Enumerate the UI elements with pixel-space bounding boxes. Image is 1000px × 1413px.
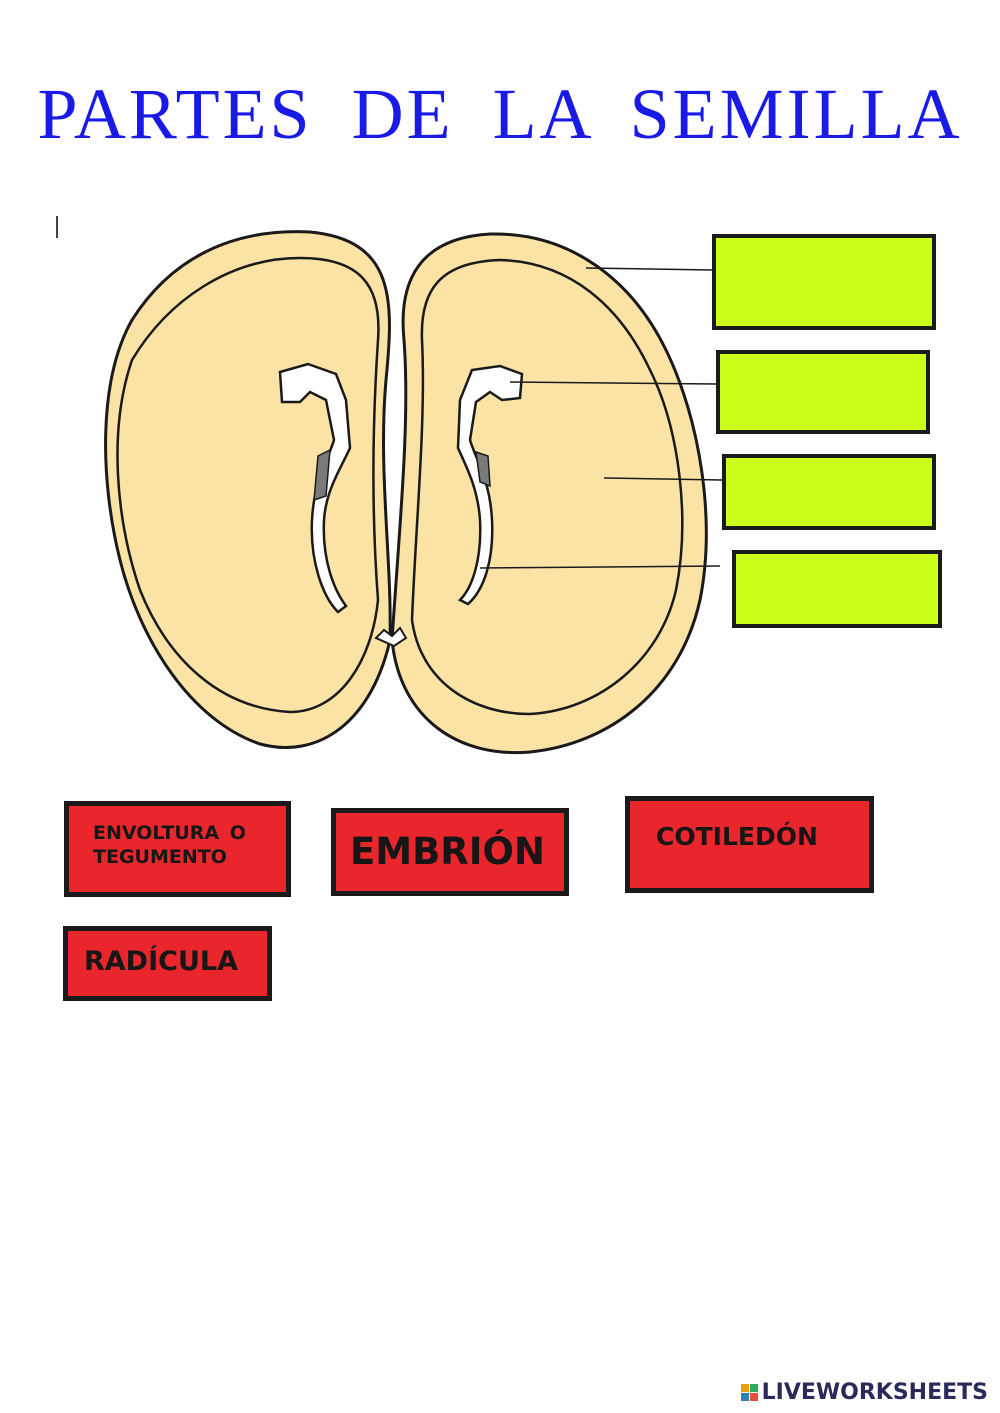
footer-brand-text: LIVEWORKSHEETS bbox=[761, 1380, 988, 1405]
right-seed-coat bbox=[390, 232, 708, 755]
label-envoltura-text: ENVOLTURA O TEGUMENTO bbox=[93, 822, 246, 868]
pointer-line-3 bbox=[603, 477, 723, 481]
drop-box-1[interactable] bbox=[712, 234, 936, 330]
label-embrion-text: EMBRIÓN bbox=[350, 830, 545, 873]
left-seed-coat bbox=[104, 230, 392, 749]
hilum bbox=[374, 626, 408, 648]
right-cotyledon-outline bbox=[410, 258, 684, 716]
pointer-line-4 bbox=[479, 565, 721, 569]
left-embryo-shade bbox=[313, 448, 331, 502]
left-cotyledon-outline bbox=[116, 256, 380, 714]
left-seed-half bbox=[104, 230, 392, 749]
footer-brand: LIVEWORKSHEETS bbox=[740, 1380, 988, 1405]
stray-mark bbox=[56, 216, 58, 238]
drop-box-3[interactable] bbox=[722, 454, 936, 530]
liveworksheets-logo-icon bbox=[740, 1384, 758, 1401]
pointer-line-2 bbox=[509, 381, 717, 385]
pointer-line-1 bbox=[585, 267, 713, 271]
drop-box-4[interactable] bbox=[732, 550, 942, 628]
right-seed-half bbox=[390, 232, 708, 755]
label-cotiledon-text: COTILEDÓN bbox=[656, 822, 818, 851]
page-title: PARTES DE LA SEMILLA bbox=[37, 74, 963, 154]
drop-box-2[interactable] bbox=[716, 350, 930, 434]
label-cotiledon[interactable]: COTILEDÓN bbox=[625, 796, 874, 893]
label-embrion[interactable]: EMBRIÓN bbox=[331, 808, 569, 896]
label-radicula-text: RADÍCULA bbox=[84, 946, 238, 977]
right-embryo-shade bbox=[475, 450, 491, 488]
label-radicula[interactable]: RADÍCULA bbox=[63, 926, 272, 1001]
label-envoltura[interactable]: ENVOLTURA O TEGUMENTO bbox=[64, 801, 291, 897]
